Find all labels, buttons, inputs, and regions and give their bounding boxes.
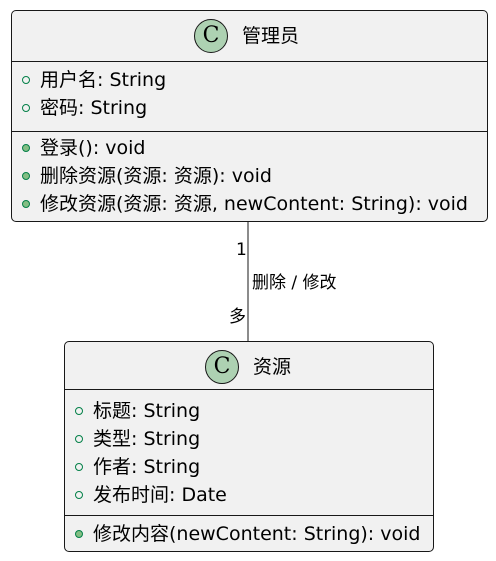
method-modify-content: 修改内容(newContent: String): void [75, 522, 420, 546]
field-username: 用户名: String [22, 68, 166, 92]
public-method-icon [22, 200, 30, 208]
public-method-icon [22, 144, 30, 152]
method-delete-resource: 删除资源(资源: 资源): void [22, 164, 272, 188]
attributes-divider [65, 389, 433, 390]
method-modify-resource: 修改资源(资源: 资源, newContent: String): void [22, 192, 468, 216]
methods-divider [12, 131, 487, 132]
admin-class-name: 管理员 [242, 25, 300, 47]
resource-class-box[interactable]: C 资源 标题: String 类型: String 作者: String 发布… [64, 341, 434, 552]
public-field-icon [22, 104, 30, 112]
public-field-icon [22, 76, 30, 84]
field-publish-time: 发布时间: Date [75, 483, 227, 507]
public-method-icon [22, 172, 30, 180]
target-multiplicity: 多 [229, 307, 246, 327]
field-password: 密码: String [22, 96, 147, 120]
source-multiplicity: 1 [236, 240, 247, 260]
public-field-icon [75, 491, 83, 499]
resource-class-name: 资源 [253, 356, 292, 378]
public-field-icon [75, 463, 83, 471]
class-stereotype-icon: C [194, 19, 228, 53]
public-field-icon [75, 407, 83, 415]
field-type: 类型: String [75, 427, 200, 451]
field-title: 标题: String [75, 399, 200, 423]
admin-class-box[interactable]: C 管理员 用户名: String 密码: String 登录(): void … [11, 10, 488, 222]
method-login: 登录(): void [22, 136, 145, 160]
public-field-icon [75, 435, 83, 443]
class-stereotype-icon: C [205, 350, 239, 384]
public-method-icon [75, 530, 83, 538]
association-label: 删除 / 修改 [252, 273, 337, 293]
methods-divider [65, 515, 433, 516]
attributes-divider [12, 61, 487, 62]
field-author: 作者: String [75, 455, 200, 479]
